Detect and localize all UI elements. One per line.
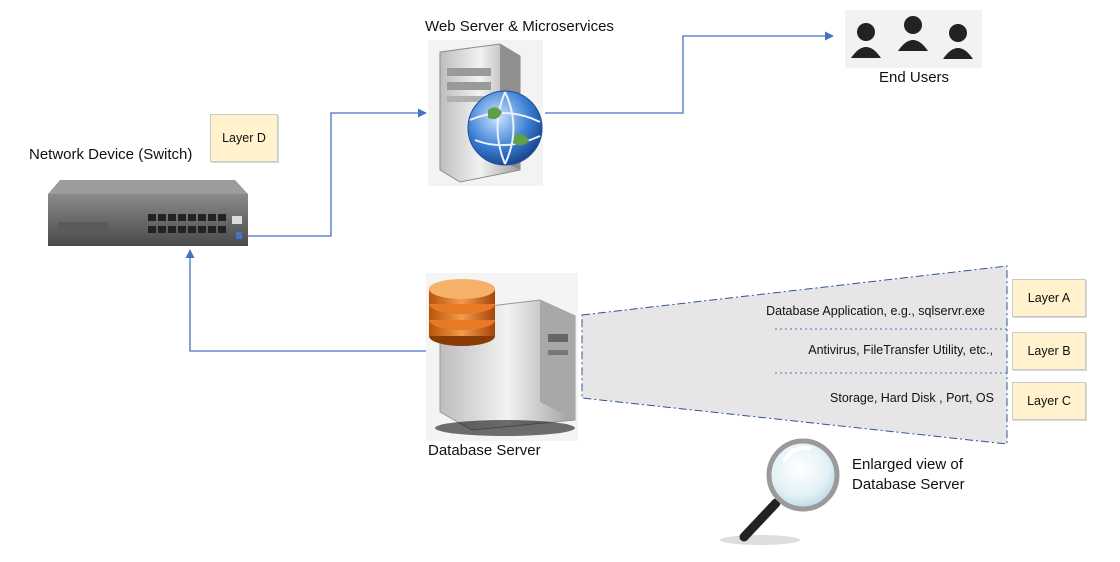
network-switch-icon bbox=[48, 180, 248, 246]
layer-row-infrastructure: Storage, Hard Disk , Port, OS bbox=[830, 391, 994, 405]
layer-a-note: Layer A bbox=[1012, 279, 1086, 317]
web-server-label: Web Server & Microservices bbox=[425, 18, 614, 35]
end-users-icon bbox=[845, 10, 982, 68]
connector-database-to-switch bbox=[185, 249, 435, 356]
layer-d-note: Layer D bbox=[210, 114, 278, 162]
magnifier-icon bbox=[720, 438, 840, 545]
database-server-icon bbox=[426, 273, 578, 441]
connector-switch-to-web-server bbox=[240, 108, 427, 237]
network-device-label: Network Device (Switch) bbox=[29, 146, 193, 163]
end-users-label: End Users bbox=[879, 69, 950, 86]
database-server-label: Database Server bbox=[428, 442, 541, 459]
enlarged-view-label-line1: Enlarged view of bbox=[852, 456, 963, 473]
connector-web-server-to-end-users bbox=[545, 31, 834, 114]
layer-row-utilities: Antivirus, FileTransfer Utility, etc., bbox=[808, 343, 993, 357]
layer-row-application: Database Application, e.g., sqlservr.exe bbox=[766, 304, 985, 318]
layer-c-note: Layer C bbox=[1012, 382, 1086, 420]
enlarged-view-label-line2: Database Server bbox=[852, 476, 965, 493]
web-server-globe-icon bbox=[428, 40, 543, 186]
enlarged-view-panel bbox=[581, 265, 1008, 445]
layer-b-note: Layer B bbox=[1012, 332, 1086, 370]
